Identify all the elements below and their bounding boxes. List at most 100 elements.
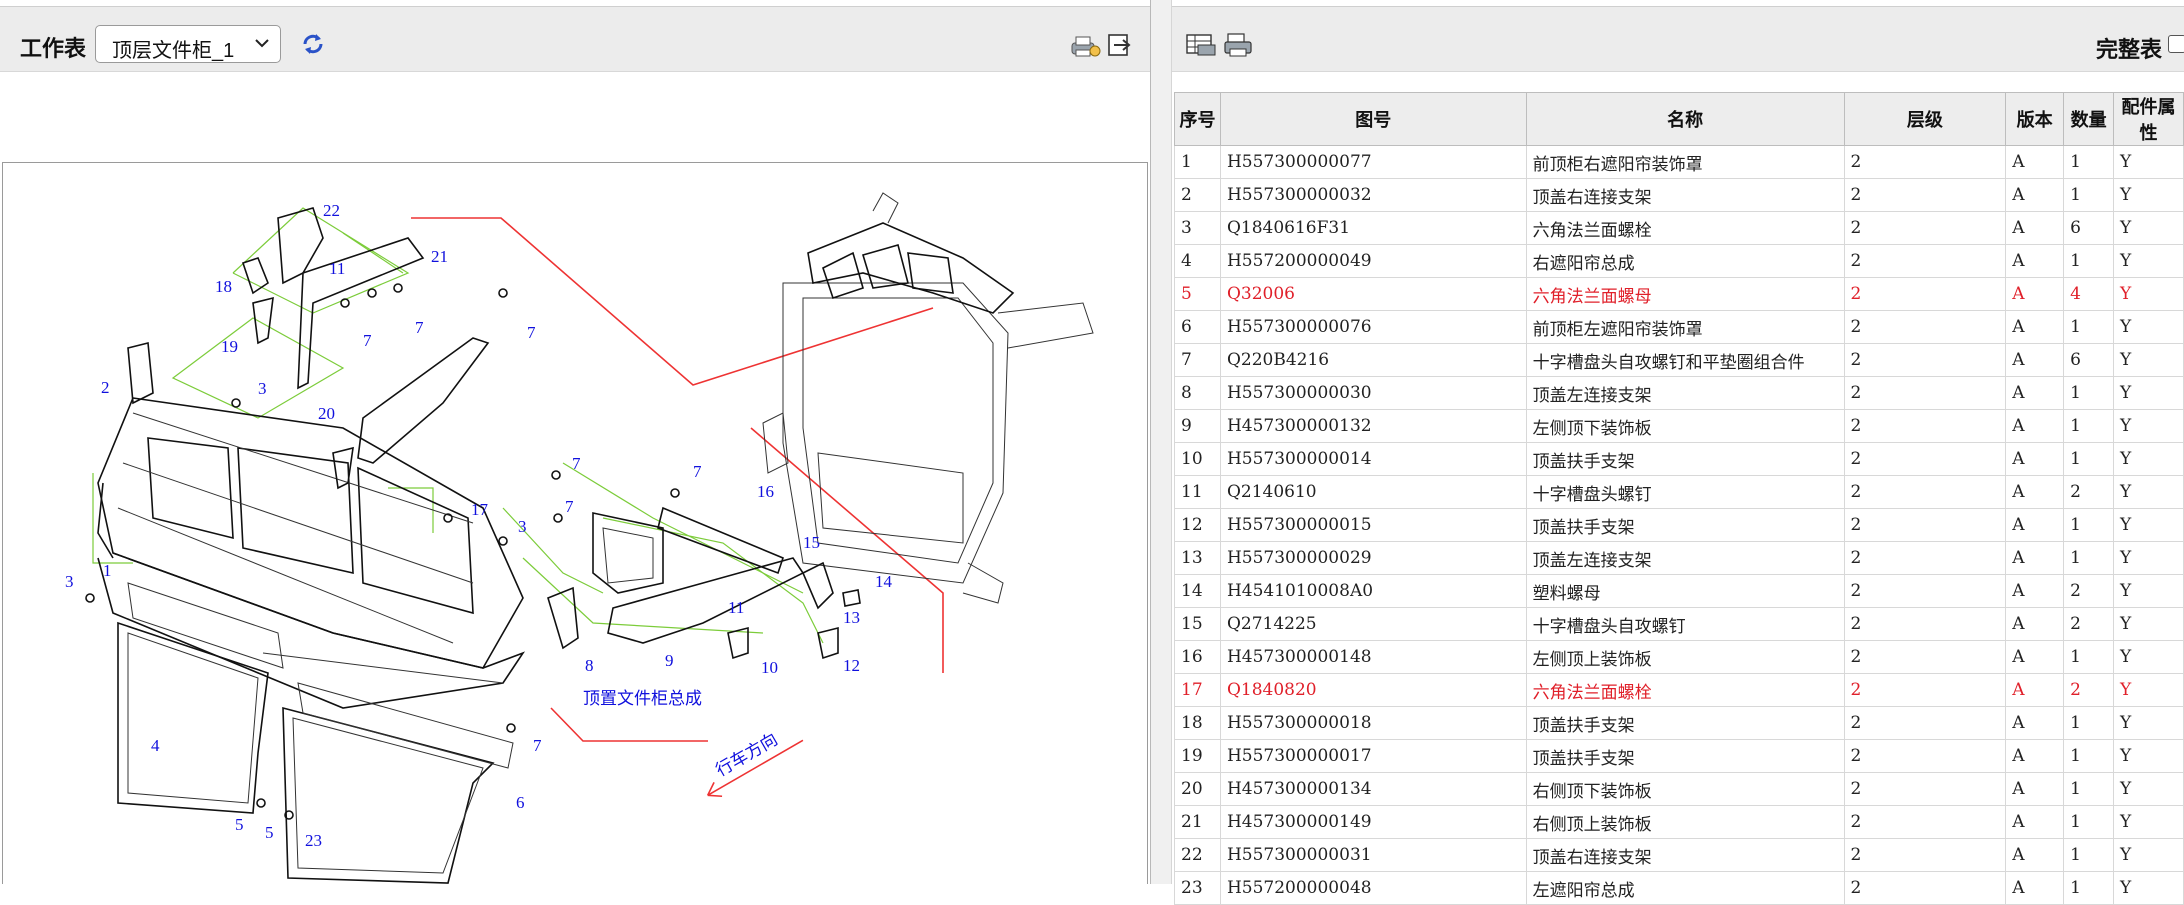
cell-drawing-no: H557300000031 bbox=[1219, 838, 1527, 872]
cell-version: A bbox=[2005, 772, 2065, 806]
refresh-icon[interactable] bbox=[300, 31, 326, 57]
cell-attr: Y bbox=[2113, 178, 2184, 212]
cell-qty: 2 bbox=[2063, 574, 2115, 608]
cell-seq: 19 bbox=[1174, 739, 1221, 773]
cell-qty: 6 bbox=[2063, 211, 2115, 245]
print-preview-icon[interactable] bbox=[1222, 31, 1256, 59]
panel-divider[interactable] bbox=[1150, 0, 1172, 884]
cell-version: A bbox=[2005, 871, 2065, 905]
cell-attr: Y bbox=[2113, 607, 2184, 641]
cell-version: A bbox=[2005, 376, 2065, 410]
complete-table-checkbox[interactable] bbox=[2168, 35, 2184, 53]
cell-seq: 17 bbox=[1174, 673, 1221, 707]
cell-qty: 1 bbox=[2063, 706, 2115, 740]
worksheet-toolbar: 工作表 顶层文件柜_1 bbox=[0, 6, 1150, 72]
callout-7: 7 bbox=[527, 323, 536, 342]
callout-9: 9 bbox=[665, 651, 674, 670]
column-header-attr[interactable]: 配件属性 bbox=[2113, 92, 2184, 146]
cell-name: 顶盖扶手支架 bbox=[1525, 739, 1845, 773]
leader-lines bbox=[92, 207, 824, 644]
worksheet-select[interactable]: 顶层文件柜_1 bbox=[95, 25, 281, 63]
table-header-row: 序号 图号 名称 层级 版本 数量 配件属性 bbox=[1174, 92, 2184, 146]
cell-qty: 2 bbox=[2063, 673, 2115, 707]
cell-version: A bbox=[2005, 508, 2065, 542]
callout-11: 11 bbox=[329, 259, 345, 278]
callout-7: 7 bbox=[533, 736, 542, 755]
cell-qty: 1 bbox=[2063, 508, 2115, 542]
cell-name: 前顶柜左遮阳帘装饰罩 bbox=[1525, 310, 1845, 344]
callout-2: 2 bbox=[101, 378, 110, 397]
column-header-version[interactable]: 版本 bbox=[2005, 92, 2065, 146]
sunshade-right bbox=[282, 682, 514, 884]
cell-attr: Y bbox=[2113, 442, 2184, 476]
print-table-icon[interactable] bbox=[1184, 31, 1218, 59]
cell-attr: Y bbox=[2113, 409, 2184, 443]
cell-seq: 1 bbox=[1174, 145, 1221, 179]
cell-version: A bbox=[2005, 145, 2065, 179]
column-header-seq[interactable]: 序号 bbox=[1174, 92, 1221, 146]
export-icon[interactable] bbox=[1106, 32, 1132, 58]
cell-seq: 6 bbox=[1174, 310, 1221, 344]
callout-3: 3 bbox=[518, 517, 527, 536]
callout-7: 7 bbox=[565, 497, 574, 516]
cell-seq: 21 bbox=[1174, 805, 1221, 839]
cell-name: 右遮阳帘总成 bbox=[1525, 244, 1845, 278]
cell-seq: 13 bbox=[1174, 541, 1221, 575]
print-icon[interactable] bbox=[1068, 33, 1102, 59]
cell-drawing-no: H557200000049 bbox=[1219, 244, 1527, 278]
cell-attr: Y bbox=[2113, 376, 2184, 410]
cell-attr: Y bbox=[2113, 310, 2184, 344]
cell-attr: Y bbox=[2113, 508, 2184, 542]
column-header-drawing-no[interactable]: 图号 bbox=[1219, 92, 1527, 146]
cell-name: 左遮阳帘总成 bbox=[1525, 871, 1845, 905]
callout-18: 18 bbox=[215, 277, 232, 296]
callout-8: 8 bbox=[585, 656, 594, 675]
cell-attr: Y bbox=[2113, 541, 2184, 575]
column-header-qty[interactable]: 数量 bbox=[2063, 92, 2115, 146]
cell-name: 左侧顶下装饰板 bbox=[1525, 409, 1845, 443]
callout-7: 7 bbox=[693, 462, 702, 481]
column-header-level[interactable]: 层级 bbox=[1843, 92, 2007, 146]
cell-level: 2 bbox=[1843, 475, 2007, 509]
cell-version: A bbox=[2005, 706, 2065, 740]
cell-drawing-no: H457300000149 bbox=[1219, 805, 1527, 839]
cell-name: 六角法兰面螺栓 bbox=[1525, 211, 1845, 245]
callout-10: 10 bbox=[761, 658, 778, 677]
cell-drawing-no: H557300000018 bbox=[1219, 706, 1527, 740]
cell-attr: Y bbox=[2113, 838, 2184, 872]
cell-level: 2 bbox=[1843, 607, 2007, 641]
callout-17: 17 bbox=[471, 500, 489, 519]
cell-drawing-no: H457300000148 bbox=[1219, 640, 1527, 674]
cell-name: 顶盖右连接支架 bbox=[1525, 178, 1845, 212]
column-header-name[interactable]: 名称 bbox=[1525, 92, 1845, 146]
cell-attr: Y bbox=[2113, 475, 2184, 509]
callout-16: 16 bbox=[757, 482, 774, 501]
callout-3: 3 bbox=[258, 379, 267, 398]
cell-qty: 1 bbox=[2063, 541, 2115, 575]
parts-diagram: 22 21 11 18 19 7 7 7 2 3 20 7 7 16 7 17 … bbox=[65, 192, 1094, 884]
cell-qty: 4 bbox=[2063, 277, 2115, 311]
